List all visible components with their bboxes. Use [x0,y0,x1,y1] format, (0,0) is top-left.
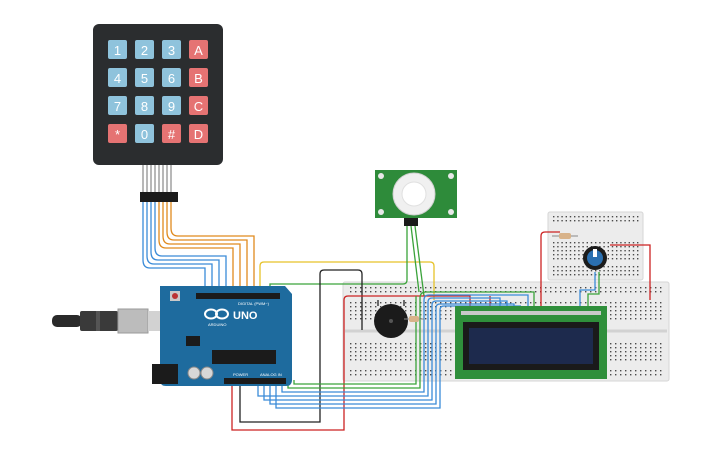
key-label: C [194,99,203,114]
usb-cable-icon [52,308,164,334]
key-7[interactable]: 7 [108,96,127,115]
wire-lcd-blue-2 [263,300,508,401]
wire-pot-blue [579,272,596,306]
key-label: A [194,43,203,58]
key-label: * [115,127,120,142]
wire-lcd-green-2 [293,296,417,385]
wire-pir-green-1 [269,226,408,296]
wire-red-5v [231,295,471,431]
key-2[interactable]: 2 [135,40,154,59]
key-label: 4 [114,71,121,86]
wire-keypad-orange-1 [158,202,234,296]
keypad-connector [140,192,178,202]
wire-lcd-blue-5 [281,294,529,393]
wire-keypad-blue-4 [154,202,227,296]
digital-header [196,293,280,299]
key-D[interactable]: D [189,124,208,143]
key-label: # [168,127,176,142]
wire-pir-green-2 [410,225,420,293]
resistor-icon-2 [552,233,578,239]
wire-pir-green-3 [414,225,425,297]
wire-keypad-orange-4 [170,202,255,296]
key-label: B [194,71,203,86]
wire-lcd-blue-1 [257,297,501,397]
key-label: 1 [114,43,121,58]
wire-lcd-blue-4 [275,305,521,409]
keypad-keys: 1 2 3 A 4 5 6 B 7 8 9 C * 0 # D [108,40,208,143]
key-label: 3 [168,43,175,58]
key-label: 9 [168,99,175,114]
atmega-chip [212,350,276,364]
wire-yellow-signal [259,261,435,300]
arduino-model: UNO [233,310,258,322]
wire-keypad-orange-3 [166,202,248,296]
arduino-brand: ARDUINO [208,322,226,327]
infinity-icon [204,308,229,320]
wire-red-smallbb [540,231,560,306]
key-C[interactable]: C [189,96,208,115]
key-label: D [194,127,203,142]
resistor-icon [404,316,424,322]
key-6[interactable]: 6 [162,68,181,87]
key-0[interactable]: 0 [135,124,154,143]
key-A[interactable]: A [189,40,208,59]
wire-lcd-blue-3 [269,303,515,405]
capacitor-2 [200,366,214,380]
lcd-16x2 [455,306,607,379]
key-label: 8 [141,99,148,114]
digital-label: DIGITAL (PWM~) [238,301,270,306]
wire-keypad-blue-3 [150,202,220,296]
key-label: 5 [141,71,148,86]
keypad-ribbon [142,165,172,192]
pir-sensor [375,170,457,226]
power-header [224,378,286,384]
wire-keypad-blue-2 [146,202,213,296]
wire-black-gnd [239,269,363,423]
key-label: 0 [141,127,148,142]
wire-keypad-blue-1 [142,202,206,296]
key-label: 7 [114,99,121,114]
key-8[interactable]: 8 [135,96,154,115]
key-B[interactable]: B [189,68,208,87]
wire-lcd-green-1 [287,291,535,389]
power-jack [152,364,178,384]
key-label: 2 [141,43,148,58]
potentiometer[interactable] [583,246,607,270]
wire-red-pot [610,244,651,300]
key-1[interactable]: 1 [108,40,127,59]
analog-label: ANALOG IN [260,372,282,377]
capacitor-1 [187,366,201,380]
wire-keypad-orange-2 [162,202,241,296]
key-*[interactable]: * [108,124,127,143]
key-3[interactable]: 3 [162,40,181,59]
key-5[interactable]: 5 [135,68,154,87]
key-#[interactable]: # [162,124,181,143]
keypad-module: 1 2 3 A 4 5 6 B 7 8 9 C * 0 # D [93,24,223,202]
key-4[interactable]: 4 [108,68,127,87]
arduino-board: ARDUINO UNO DIGITAL (PWM~) POWER ANALOG … [52,286,292,386]
piezo-buzzer [374,300,408,338]
key-label: 6 [168,71,175,86]
power-label: POWER [233,372,248,377]
key-9[interactable]: 9 [162,96,181,115]
wires [142,202,651,431]
wire-pot-green [587,272,600,306]
